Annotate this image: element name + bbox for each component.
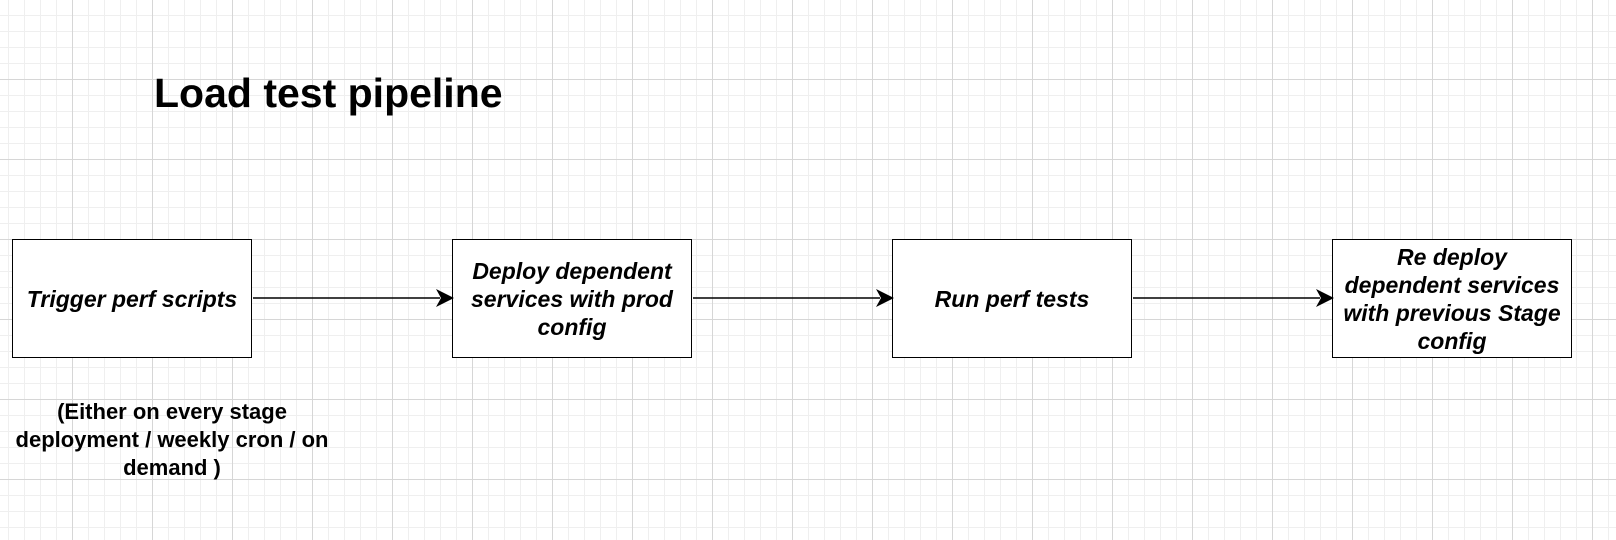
trigger-note: (Either on every stage deployment / week… [15,399,329,480]
node-redeploy-dependent-services[interactable]: Re deploy dependent services with previo… [1332,239,1572,358]
edge-trigger-to-deploy[interactable] [253,289,454,307]
node-label: Re deploy dependent services with previo… [1343,243,1561,354]
edge-run-to-redeploy[interactable] [1133,289,1334,307]
node-trigger-perf-scripts[interactable]: Trigger perf scripts [12,239,252,358]
node-deploy-dependent-services[interactable]: Deploy dependent services with prod conf… [452,239,692,358]
edge-deploy-to-run[interactable] [693,289,894,307]
node-label: Deploy dependent services with prod conf… [471,257,673,340]
node-label: Run perf tests [934,285,1090,312]
node-label: Trigger perf scripts [26,285,238,312]
diagram-title: Load test pipeline [154,70,503,116]
node-run-perf-tests[interactable]: Run perf tests [892,239,1132,358]
